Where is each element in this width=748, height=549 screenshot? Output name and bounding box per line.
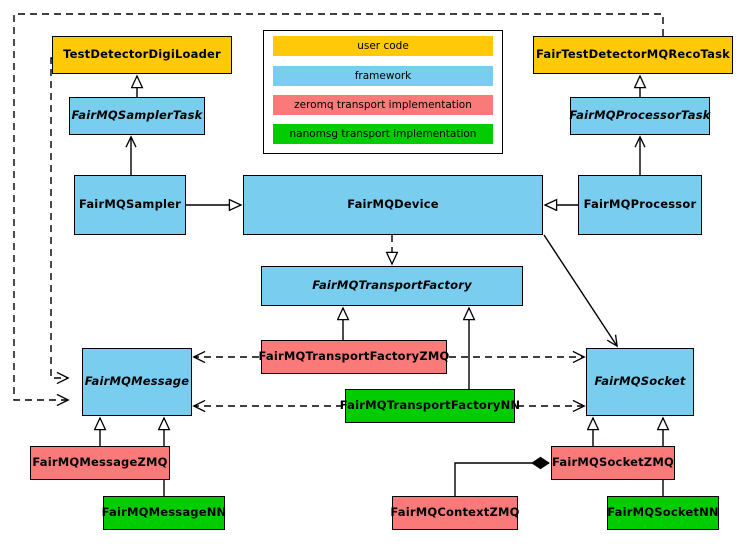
node-label: FairMQMessageNN <box>101 505 227 520</box>
node-fairmqprocessortask[interactable]: FairMQProcessorTask <box>569 97 711 135</box>
legend-item-user-code: user code <box>273 36 493 56</box>
node-fairmqprocessor[interactable]: FairMQProcessor <box>578 175 702 235</box>
node-fairmqtransportfactory[interactable]: FairMQTransportFactory <box>261 266 523 306</box>
node-fairmqmessagezmq[interactable]: FairMQMessageZMQ <box>30 446 170 480</box>
node-fairmqsocketnn[interactable]: FairMQSocketNN <box>607 496 719 530</box>
node-fairmqmessagenn[interactable]: FairMQMessageNN <box>101 496 227 530</box>
legend-item-nanomsg: nanomsg transport implementation <box>273 124 493 144</box>
node-label: FairMQSamplerTask <box>71 108 203 123</box>
legend-item-label: user code <box>357 40 409 52</box>
node-label: FairMQTransportFactoryZMQ <box>258 349 450 364</box>
legend-item-label: framework <box>354 70 412 82</box>
node-fairmqsocketzmq[interactable]: FairMQSocketZMQ <box>551 446 675 480</box>
node-fairmqsampler[interactable]: FairMQSampler <box>74 175 186 235</box>
node-fairtestdetectormqrecotask[interactable]: FairTestDetectorMQRecoTask <box>533 36 733 74</box>
node-label: FairMQSocket <box>594 374 686 389</box>
node-label: FairMQProcessor <box>583 197 697 212</box>
node-label: FairMQSampler <box>78 197 182 212</box>
node-fairmqdevice[interactable]: FairMQDevice <box>243 175 543 235</box>
edge-contextzmq-to-socketzmq <box>454 456 550 496</box>
node-fairmqsamplertask[interactable]: FairMQSamplerTask <box>69 97 205 135</box>
node-label: FairMQDevice <box>347 197 439 212</box>
node-label: FairMQTransportFactory <box>312 278 472 293</box>
node-label: TestDetectorDigiLoader <box>63 47 221 62</box>
legend-item-framework: framework <box>273 66 493 86</box>
node-fairmqtransportfactoryzmq[interactable]: FairMQTransportFactoryZMQ <box>258 340 450 374</box>
node-label: FairMQContextZMQ <box>390 505 520 520</box>
node-fairmqsocket[interactable]: FairMQSocket <box>586 348 694 416</box>
node-testdetectordigiloader[interactable]: TestDetectorDigiLoader <box>52 36 232 74</box>
node-fairmqtransportfactorynn[interactable]: FairMQTransportFactoryNN <box>340 389 520 423</box>
node-fairmqmessage[interactable]: FairMQMessage <box>82 348 192 416</box>
node-label: FairMQSocketNN <box>607 505 719 520</box>
node-label: FairMQProcessorTask <box>569 108 711 123</box>
node-label: FairMQSocketZMQ <box>552 455 674 470</box>
node-label: FairMQMessage <box>84 374 190 389</box>
node-label: FairMQMessageZMQ <box>32 455 168 470</box>
legend-item-label: zeromq transport implementation <box>294 99 472 111</box>
edge-digiloader-to-message <box>50 57 68 378</box>
legend-item-zeromq: zeromq transport implementation <box>273 95 493 115</box>
edge-device-to-socket <box>543 234 618 348</box>
legend-item-label: nanomsg transport implementation <box>289 128 477 140</box>
node-label: FairTestDetectorMQRecoTask <box>536 47 730 62</box>
node-label: FairMQTransportFactoryNN <box>339 398 521 413</box>
node-fairmqcontextzmq[interactable]: FairMQContextZMQ <box>390 496 520 530</box>
